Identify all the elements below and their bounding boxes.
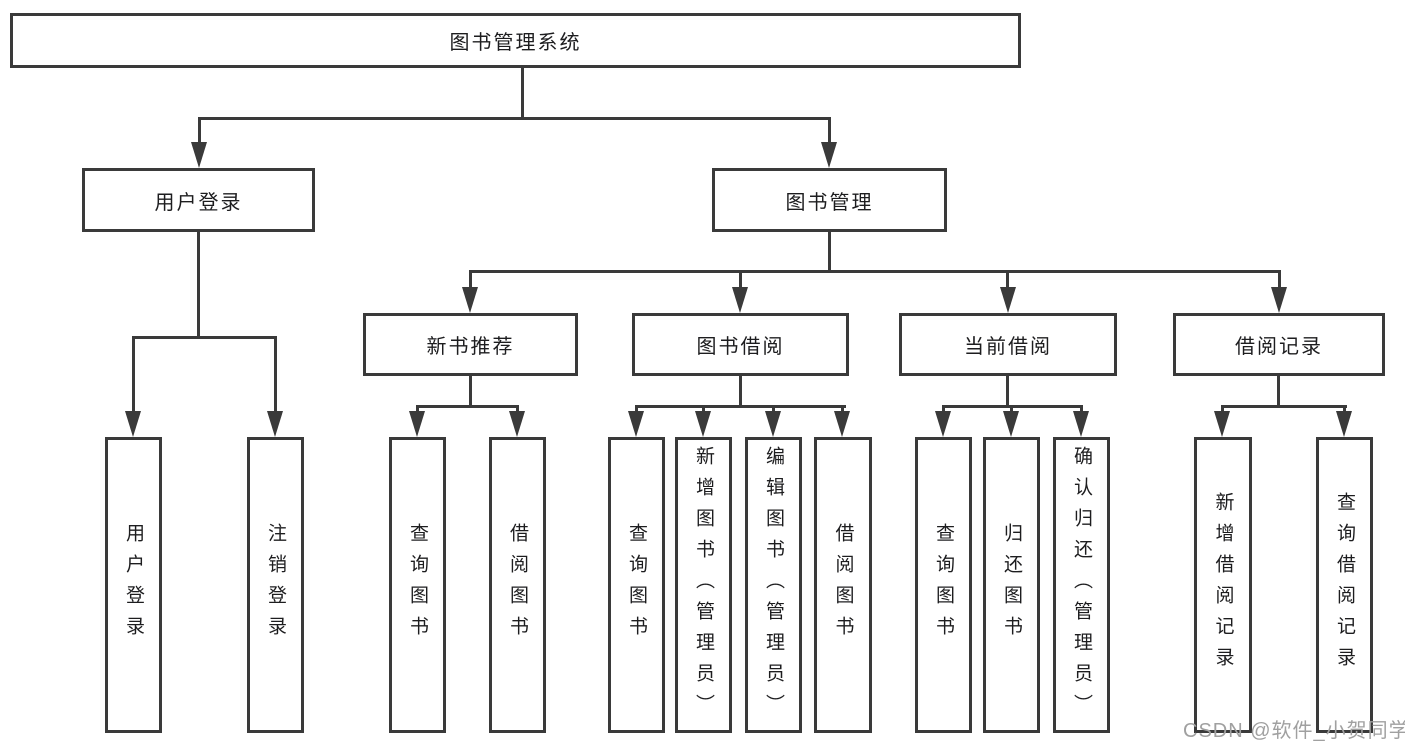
arrow-to-current-borrowing bbox=[1000, 287, 1016, 313]
connector-drop-new-book bbox=[469, 270, 472, 290]
leaf-query-borrow-record: 查询借阅记录 bbox=[1316, 437, 1373, 733]
leaf-add-borrow-record: 新增借阅记录 bbox=[1194, 437, 1252, 733]
leaf-add-books-admin-label: 新增图书（管理员） bbox=[693, 445, 714, 725]
connector-root-stem bbox=[521, 68, 524, 119]
connector-records-bar bbox=[1221, 405, 1347, 408]
node-book-borrowing-label: 图书借阅 bbox=[696, 336, 785, 358]
csdn-watermark: CSDN @软件_小贺同学 bbox=[1183, 720, 1405, 742]
arrow-to-add-books bbox=[695, 411, 711, 437]
connector-records-drop-2 bbox=[1343, 405, 1346, 415]
node-book-management-label: 图书管理 bbox=[785, 191, 874, 214]
leaf-edit-books-admin: 编辑图书（管理员） bbox=[745, 437, 802, 733]
leaf-user-login-label: 用户登录 bbox=[123, 523, 144, 647]
leaf-confirm-return-admin-label: 确认归还（管理员） bbox=[1071, 445, 1092, 725]
connector-book-mgmt-stem bbox=[828, 232, 831, 270]
node-user-login-label: 用户登录 bbox=[154, 191, 243, 214]
connector-user-login-bar bbox=[132, 336, 277, 339]
arrow-to-new-book-recommend bbox=[462, 287, 478, 313]
node-root: 图书管理系统 bbox=[10, 13, 1021, 68]
arrow-to-query-record bbox=[1336, 411, 1352, 437]
node-book-management: 图书管理 bbox=[712, 168, 947, 232]
connector-borrowing-drop-1 bbox=[635, 405, 638, 415]
leaf-borrowing-borrow-books-label: 借阅图书 bbox=[832, 523, 854, 647]
leaf-recommend-query-books: 查询图书 bbox=[389, 437, 446, 733]
leaf-return-books-label: 归还图书 bbox=[1001, 523, 1022, 647]
arrow-to-return-books bbox=[1003, 411, 1019, 437]
connector-current-drop-2 bbox=[1010, 405, 1013, 415]
connector-current-drop-3 bbox=[1080, 405, 1083, 415]
leaf-return-books: 归还图书 bbox=[983, 437, 1040, 733]
connector-book-mgmt-bar bbox=[469, 270, 1281, 273]
node-borrowing-records-label: 借阅记录 bbox=[1235, 336, 1323, 358]
arrow-to-user-login bbox=[191, 142, 207, 168]
leaf-add-borrow-record-label: 新增借阅记录 bbox=[1212, 492, 1234, 678]
leaf-confirm-return-admin: 确认归还（管理员） bbox=[1053, 437, 1110, 733]
node-new-book-recommend: 新书推荐 bbox=[363, 313, 578, 376]
arrow-to-recommend-query bbox=[409, 411, 425, 437]
leaf-logout-label: 注销登录 bbox=[265, 523, 286, 647]
connector-borrowing-bar bbox=[635, 405, 846, 408]
arrow-to-book-management bbox=[821, 142, 837, 168]
leaf-recommend-query-books-label: 查询图书 bbox=[407, 523, 428, 647]
leaf-add-books-admin: 新增图书（管理员） bbox=[675, 437, 732, 733]
node-current-borrowing-label: 当前借阅 bbox=[964, 336, 1052, 358]
connector-user-login-drop-2 bbox=[274, 336, 277, 414]
connector-borrowing-drop-3 bbox=[772, 405, 775, 415]
connector-current-stem bbox=[1006, 376, 1009, 405]
node-user-login: 用户登录 bbox=[82, 168, 315, 232]
node-root-label: 图书管理系统 bbox=[449, 32, 582, 54]
leaf-logout: 注销登录 bbox=[247, 437, 304, 733]
connector-records-stem bbox=[1277, 376, 1280, 405]
leaf-borrowing-query-books: 查询图书 bbox=[608, 437, 665, 733]
connector-user-login-drop-1 bbox=[132, 336, 135, 414]
connector-root-drop-left bbox=[198, 117, 201, 145]
connector-borrowing-drop-4 bbox=[841, 405, 844, 415]
connector-new-book-drop-1 bbox=[416, 405, 419, 415]
leaf-user-login: 用户登录 bbox=[105, 437, 162, 733]
node-book-borrowing: 图书借阅 bbox=[632, 313, 849, 376]
node-new-book-recommend-label: 新书推荐 bbox=[426, 336, 515, 358]
connector-drop-book-borrowing bbox=[739, 270, 742, 290]
connector-drop-borrowing-records bbox=[1278, 270, 1281, 290]
node-borrowing-records: 借阅记录 bbox=[1173, 313, 1385, 376]
connector-current-drop-1 bbox=[942, 405, 945, 415]
arrow-to-book-borrowing bbox=[732, 287, 748, 313]
leaf-current-query-books-label: 查询图书 bbox=[933, 523, 954, 647]
arrow-to-leaf-logout bbox=[267, 411, 283, 437]
arrow-to-current-query bbox=[935, 411, 951, 437]
arrow-to-confirm-return bbox=[1073, 411, 1089, 437]
leaf-current-query-books: 查询图书 bbox=[915, 437, 972, 733]
connector-borrowing-stem bbox=[739, 376, 742, 405]
arrow-to-borrowing-borrow bbox=[834, 411, 850, 437]
node-current-borrowing: 当前借阅 bbox=[899, 313, 1117, 376]
connector-root-drop-right bbox=[828, 117, 831, 145]
arrow-to-edit-books bbox=[765, 411, 781, 437]
leaf-edit-books-admin-label: 编辑图书（管理员） bbox=[763, 445, 784, 725]
connector-new-book-stem bbox=[469, 376, 472, 405]
arrow-to-leaf-user-login bbox=[125, 411, 141, 437]
leaf-borrowing-query-books-label: 查询图书 bbox=[626, 523, 647, 647]
connector-borrowing-drop-2 bbox=[702, 405, 705, 415]
leaf-recommend-borrow-books-label: 借阅图书 bbox=[507, 523, 528, 647]
arrow-to-recommend-borrow bbox=[509, 411, 525, 437]
leaf-query-borrow-record-label: 查询借阅记录 bbox=[1334, 492, 1355, 678]
arrow-to-borrowing-records bbox=[1271, 287, 1287, 313]
connector-root-bar bbox=[198, 117, 831, 120]
arrow-to-add-record bbox=[1214, 411, 1230, 437]
leaf-borrowing-borrow-books: 借阅图书 bbox=[814, 437, 872, 733]
connector-records-drop-1 bbox=[1221, 405, 1224, 415]
leaf-recommend-borrow-books: 借阅图书 bbox=[489, 437, 546, 733]
connector-user-login-stem bbox=[197, 232, 200, 336]
connector-drop-current-borrowing bbox=[1006, 270, 1009, 290]
connector-new-book-bar bbox=[416, 405, 519, 408]
arrow-to-borrowing-query bbox=[628, 411, 644, 437]
connector-new-book-drop-2 bbox=[516, 405, 519, 415]
